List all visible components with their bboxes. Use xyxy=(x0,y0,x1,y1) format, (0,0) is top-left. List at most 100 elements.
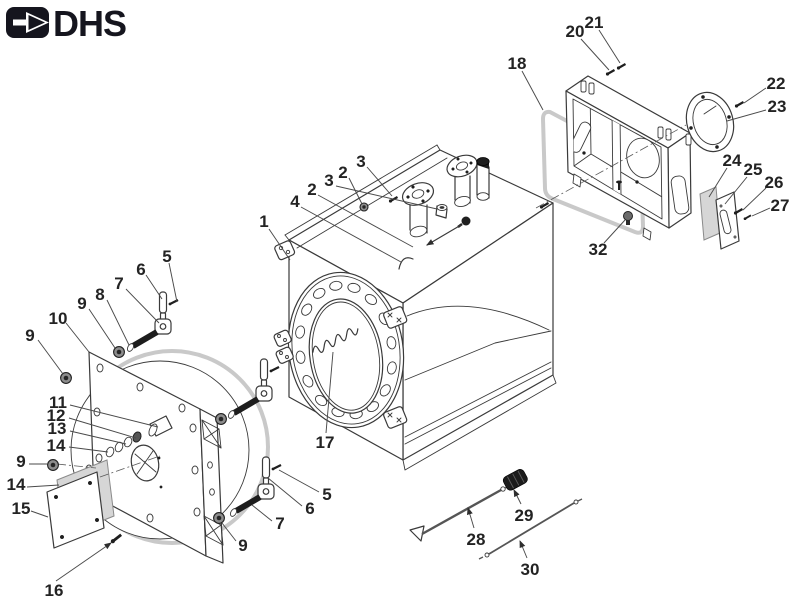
svg-text:18: 18 xyxy=(508,54,527,73)
sight-glass-ring-group xyxy=(685,91,745,153)
svg-text:9: 9 xyxy=(16,452,25,471)
callout: 24 xyxy=(708,151,742,198)
callout: 5 xyxy=(162,247,178,303)
brand-logo: DHS xyxy=(6,3,127,44)
svg-text:9: 9 xyxy=(238,536,247,555)
callout: 3 xyxy=(356,152,393,197)
access-plate-screw xyxy=(108,533,124,545)
callout: 29 xyxy=(513,489,534,525)
peep-tube-and-rings xyxy=(105,415,173,458)
svg-text:9: 9 xyxy=(77,294,86,313)
svg-text:13: 13 xyxy=(48,419,67,438)
top-flange-front xyxy=(401,182,435,238)
callout: 21 xyxy=(585,13,621,64)
callout: 30 xyxy=(519,540,539,579)
hinge-channel xyxy=(199,408,224,564)
callout: 15 xyxy=(12,499,49,518)
callout: 23 xyxy=(726,97,787,122)
callout: 4 xyxy=(290,192,402,263)
thermometer-stem xyxy=(426,224,462,246)
svg-text:4: 4 xyxy=(290,192,300,211)
water-level-squiggle xyxy=(312,328,359,353)
svg-text:8: 8 xyxy=(95,285,104,304)
eyebolt-assembly xyxy=(227,359,279,419)
svg-text:5: 5 xyxy=(162,247,171,266)
svg-text:25: 25 xyxy=(744,160,763,179)
sight-glass-ring xyxy=(685,91,735,153)
callout: 22 xyxy=(743,74,786,104)
svg-text:14: 14 xyxy=(7,475,26,494)
cleaning-rod xyxy=(409,485,510,542)
tank-top-small-parts xyxy=(359,195,471,270)
svg-text:28: 28 xyxy=(467,530,486,549)
svg-text:10: 10 xyxy=(49,309,68,328)
svg-text:32: 32 xyxy=(589,240,608,259)
svg-text:27: 27 xyxy=(771,196,790,215)
svg-text:23: 23 xyxy=(768,97,787,116)
side-slot xyxy=(670,175,690,215)
grommet xyxy=(623,211,633,225)
callout: 12 xyxy=(47,406,137,439)
callout: 7 xyxy=(251,504,285,533)
callout: 3 xyxy=(324,171,438,210)
callout: 9 xyxy=(25,326,64,375)
base-skirt xyxy=(402,374,557,471)
callout: 9 xyxy=(77,294,116,349)
callout: 18 xyxy=(508,54,544,111)
svg-text:29: 29 xyxy=(515,506,534,525)
callout: 2 xyxy=(338,163,363,205)
dip-tube-curve xyxy=(398,257,414,270)
svg-text:7: 7 xyxy=(275,514,284,533)
callout: 26 xyxy=(742,173,784,211)
callout: 9 xyxy=(16,452,47,471)
svg-text:16: 16 xyxy=(45,581,64,600)
callout: 7 xyxy=(114,274,160,324)
svg-text:2: 2 xyxy=(338,163,347,182)
hex-nut xyxy=(213,512,225,524)
box-screw xyxy=(604,68,616,77)
svg-text:14: 14 xyxy=(47,436,66,455)
callout: 13 xyxy=(48,419,127,445)
callout: 6 xyxy=(136,260,163,300)
hex-nut xyxy=(113,346,125,358)
svg-text:3: 3 xyxy=(324,171,333,190)
svg-text:2: 2 xyxy=(307,180,316,199)
callout: 14 xyxy=(7,475,60,494)
callout: 5 xyxy=(278,469,332,504)
hex-nut xyxy=(60,372,72,384)
furnace-opening xyxy=(308,298,384,414)
callout: 32 xyxy=(589,219,626,259)
svg-text:22: 22 xyxy=(767,74,786,93)
door-bolt-holes xyxy=(85,363,201,523)
ring-screw xyxy=(733,100,745,109)
svg-text:11: 11 xyxy=(49,393,67,412)
burner-opening xyxy=(130,444,163,489)
box-foot xyxy=(642,227,652,241)
callout: 20 xyxy=(566,22,610,71)
callout: 25 xyxy=(724,160,763,205)
svg-text:5: 5 xyxy=(322,485,331,504)
jacket-arc xyxy=(406,305,550,331)
callout: 8 xyxy=(95,285,130,346)
svg-text:9: 9 xyxy=(25,326,34,345)
svg-text:6: 6 xyxy=(136,260,145,279)
logo-text: DHS xyxy=(53,3,126,44)
cleaning-tools xyxy=(409,469,583,560)
svg-text:1: 1 xyxy=(259,212,268,231)
svg-text:7: 7 xyxy=(114,274,123,293)
access-plate-group xyxy=(46,459,115,549)
extension-rod xyxy=(478,498,583,560)
svg-text:24: 24 xyxy=(723,151,742,170)
latch-brackets xyxy=(383,306,408,429)
svg-text:26: 26 xyxy=(765,173,784,192)
boiler-tank-body xyxy=(273,144,557,471)
callout: 27 xyxy=(751,196,790,217)
svg-text:3: 3 xyxy=(356,152,365,171)
callout: 1 xyxy=(259,212,291,261)
callout-labels: 1 4 2 3 2 3 17 5 6 7 8 9 10 9 11 12 13 1… xyxy=(7,13,790,600)
arrow-head xyxy=(28,15,45,30)
svg-text:20: 20 xyxy=(566,22,585,41)
flue-brush xyxy=(502,469,528,491)
callout: 16 xyxy=(45,542,112,600)
